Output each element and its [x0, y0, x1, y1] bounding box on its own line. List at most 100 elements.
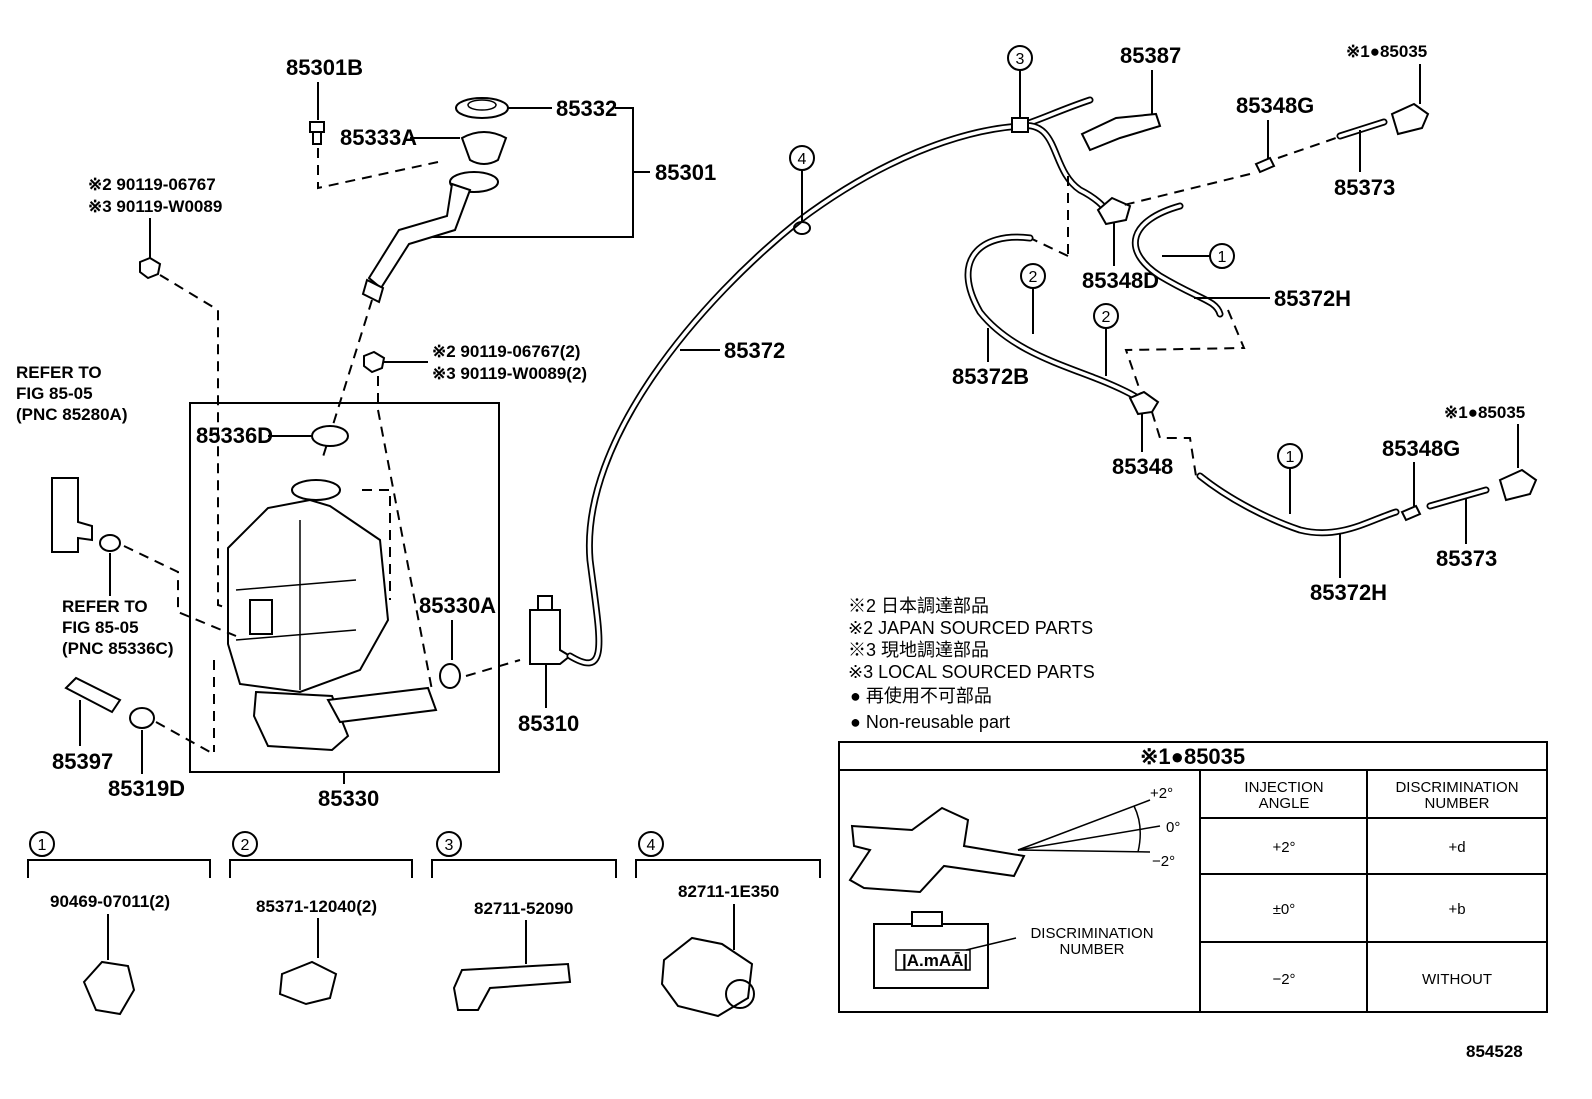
legend-callout-1-num: 1 — [38, 837, 47, 854]
callout-2-b-num: 2 — [1102, 309, 1111, 326]
refer-b-line1: REFER TO — [62, 597, 148, 616]
angle-table: ※1●85035 INJECTION ANGLE DISCRIMINATION … — [838, 741, 1548, 1013]
refer-b-line2: FIG 85-05 — [62, 618, 139, 637]
clips-legend: 1 90469-07011(2) 2 85371-12040(2) 3 8271… — [27, 831, 821, 1018]
angle-0: 0° — [1166, 819, 1180, 836]
label-85387: 85387 — [1120, 43, 1181, 68]
pump-group: 85310 — [465, 595, 579, 736]
left-parts-group: REFER TO FIG 85-05 (PNC 85280A) REFER TO… — [16, 363, 237, 801]
label-85333A: 85333A — [340, 125, 417, 150]
disc-label-2: NUMBER — [1059, 941, 1124, 958]
bolt-90119-a — [139, 256, 162, 280]
callout-4-top-num: 4 — [798, 151, 807, 168]
grommet-ref — [99, 534, 121, 552]
legend-callout-2-num: 2 — [241, 837, 250, 854]
clip-4-icon — [660, 936, 754, 1018]
clip-2-icon — [278, 960, 338, 1006]
filler-neck-group: 85301B 85332 85333A 85301 — [286, 55, 716, 461]
bolt-85301B — [309, 121, 325, 145]
nozzle-85035-top — [1390, 102, 1430, 136]
bolt-b-line1: ※2 90119-06767(2) — [432, 342, 580, 361]
joint-85348G-top — [1254, 156, 1276, 174]
clip-1-pn: 90469-07011(2) — [50, 892, 170, 911]
callout-1-mid-num: 1 — [1286, 449, 1295, 466]
label-85373-top: 85373 — [1334, 175, 1395, 200]
label-85348G-mid: 85348G — [1382, 436, 1460, 461]
label-85348G-top: 85348G — [1236, 93, 1314, 118]
clip-1-icon — [82, 960, 136, 1016]
tank-group: 85336D 85330 85330A — [189, 402, 500, 811]
col2-line2: NUMBER — [1424, 795, 1489, 812]
label-85330: 85330 — [318, 786, 379, 811]
grommet-85336D — [311, 425, 349, 447]
callout-2-a-num: 2 — [1029, 269, 1038, 286]
note-1: ※2 日本調達部品 — [848, 596, 989, 616]
figure-number: 854528 — [1466, 1042, 1523, 1061]
joint-85348G-mid — [1400, 504, 1422, 522]
note-5: ● 再使用不可部品 — [850, 686, 992, 706]
bolt-b-line2: ※3 90119-W0089(2) — [432, 364, 587, 383]
disc-illustration — [873, 923, 989, 989]
refer-b-line3: (PNC 85336C) — [62, 639, 174, 658]
row3-angle: −2° — [1272, 971, 1295, 988]
pump-85310 — [529, 609, 572, 665]
clip-3-pn: 82711-52090 — [474, 899, 573, 918]
joint-85348 — [1128, 390, 1160, 416]
note-4: ※3 LOCAL SOURCED PARTS — [848, 662, 1095, 682]
row3-number: WITHOUT — [1422, 971, 1492, 988]
row2-number: +b — [1448, 901, 1465, 918]
note-2: ※2 JAPAN SOURCED PARTS — [848, 618, 1093, 638]
grommet-85319D — [129, 707, 155, 729]
label-85372B: 85372B — [952, 364, 1029, 389]
clip-4-pn: 82711-1E350 — [678, 882, 779, 901]
legend-callout-4 — [638, 831, 664, 857]
nozzle-illustration — [848, 806, 1026, 894]
label-85330A: 85330A — [419, 593, 496, 618]
right-parts-group: 85387 85348D ※1●85035 85348G 85373 85372… — [952, 42, 1538, 605]
sensor-85397 — [64, 676, 122, 714]
cap-85332 — [455, 97, 509, 119]
jet-85387 — [1080, 112, 1162, 152]
table-title: ※1●85035 — [1140, 744, 1245, 769]
notes-group: ※2 日本調達部品 ※2 JAPAN SOURCED PARTS ※3 現地調達… — [848, 596, 1095, 732]
col2-line1: DISCRIMINATION — [1395, 779, 1518, 796]
disc-label-1: DISCRIMINATION — [1030, 925, 1153, 942]
connector-85348D — [1096, 196, 1132, 226]
row1-angle: +2° — [1272, 839, 1295, 856]
label-85336D: 85336D — [196, 423, 273, 448]
refer-a-line1: REFER TO — [16, 363, 102, 382]
clip-3-icon — [452, 962, 572, 1011]
refer-a-line2: FIG 85-05 — [16, 384, 93, 403]
row1-number: +d — [1448, 839, 1465, 856]
strainer-85333A — [460, 131, 508, 165]
label-85373-mid: 85373 — [1436, 546, 1497, 571]
disc-stamp: |A.mAĀ| — [902, 951, 968, 970]
col1-line2: ANGLE — [1259, 795, 1310, 812]
row2-angle: ±0° — [1273, 901, 1296, 918]
legend-callout-2 — [232, 831, 258, 857]
callouts-group: 3 4 1 2 2 1 — [789, 45, 1303, 514]
label-85372H-mid: 85372H — [1310, 580, 1387, 605]
label-85372H-top: 85372H — [1274, 286, 1351, 311]
hose-85372-group: 85372 — [566, 96, 1116, 667]
bolt-a-line2: ※3 90119-W0089 — [88, 197, 222, 216]
label-85301: 85301 — [655, 160, 716, 185]
legend-callout-3-num: 3 — [445, 837, 454, 854]
nozzle-85035-mid — [1498, 468, 1538, 502]
callout-3-top-num: 3 — [1016, 51, 1025, 68]
label-85301B: 85301B — [286, 55, 363, 80]
label-85397: 85397 — [52, 749, 113, 774]
col1-line1: INJECTION — [1244, 779, 1323, 796]
pump-ref-85280A — [51, 477, 93, 553]
label-85319D: 85319D — [108, 776, 185, 801]
label-85035-top: ※1●85035 — [1346, 42, 1427, 61]
note-3: ※3 現地調達部品 — [848, 640, 989, 660]
angle-minus2: −2° — [1152, 853, 1175, 870]
label-85348D: 85348D — [1082, 268, 1159, 293]
label-85332: 85332 — [556, 96, 617, 121]
grommet-85330A — [439, 663, 461, 689]
clip-2-pn: 85371-12040(2) — [256, 897, 377, 916]
angle-plus2: +2° — [1150, 785, 1173, 802]
label-85348: 85348 — [1112, 454, 1173, 479]
